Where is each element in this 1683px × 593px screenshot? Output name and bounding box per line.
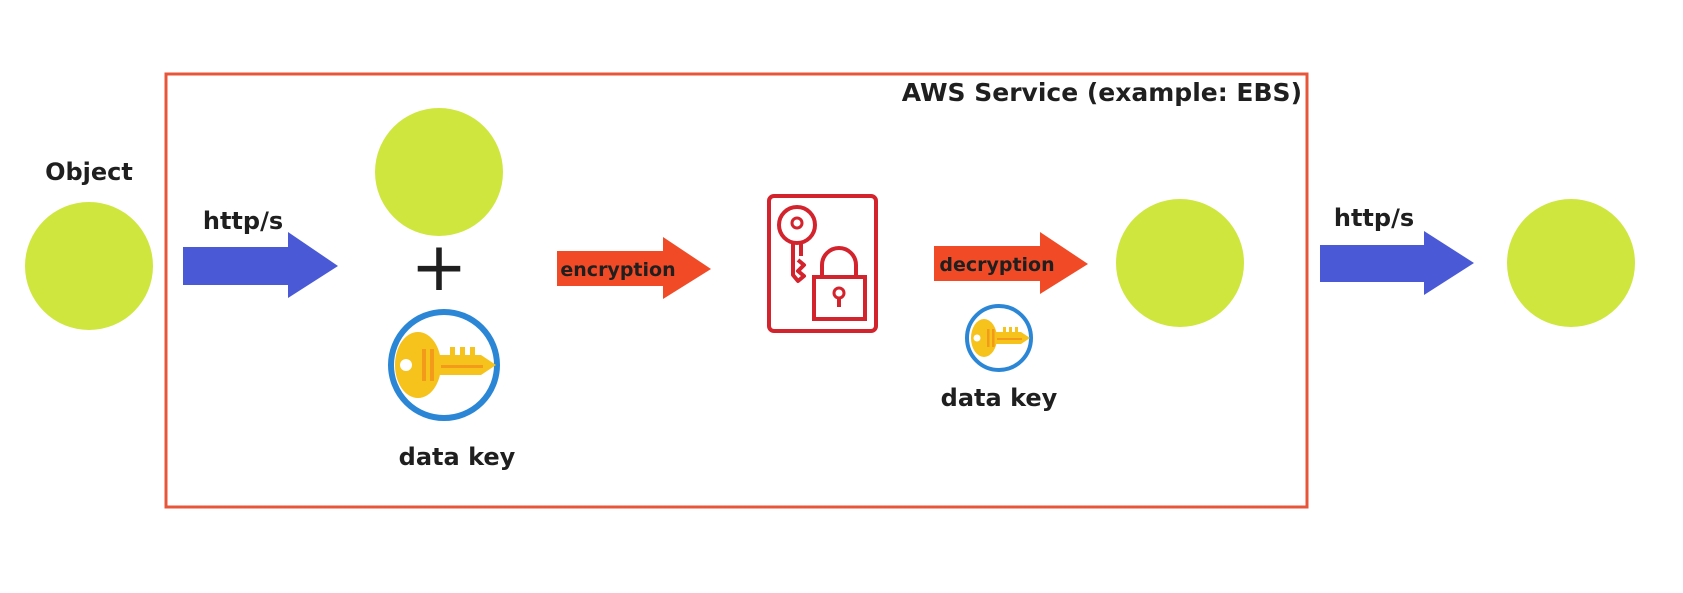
destination-circle bbox=[1507, 199, 1635, 327]
plus-sign: + bbox=[411, 228, 468, 307]
data-key-label-1: data key bbox=[399, 443, 516, 471]
service-title: AWS Service (example: EBS) bbox=[902, 78, 1302, 107]
decryption-arrow bbox=[934, 232, 1088, 294]
http-out-arrow bbox=[1320, 231, 1474, 295]
http-in-label: http/s bbox=[203, 207, 283, 235]
data-key-label-2: data key bbox=[941, 384, 1058, 412]
object-label: Object bbox=[45, 158, 133, 186]
data-key-small-icon bbox=[965, 304, 1033, 372]
aws-service-boundary bbox=[164, 72, 1309, 509]
key-lock-document-icon bbox=[767, 194, 878, 333]
data-key-icon bbox=[388, 309, 500, 421]
encryption-label: encryption bbox=[560, 259, 675, 281]
object-circle bbox=[25, 202, 153, 330]
http-in-arrow bbox=[183, 232, 338, 298]
decrypted-object-circle bbox=[1116, 199, 1244, 327]
encryption-arrow bbox=[557, 237, 711, 299]
plaintext-data-circle bbox=[375, 108, 503, 236]
http-out-label: http/s bbox=[1334, 204, 1414, 232]
decryption-label: decryption bbox=[939, 254, 1054, 276]
